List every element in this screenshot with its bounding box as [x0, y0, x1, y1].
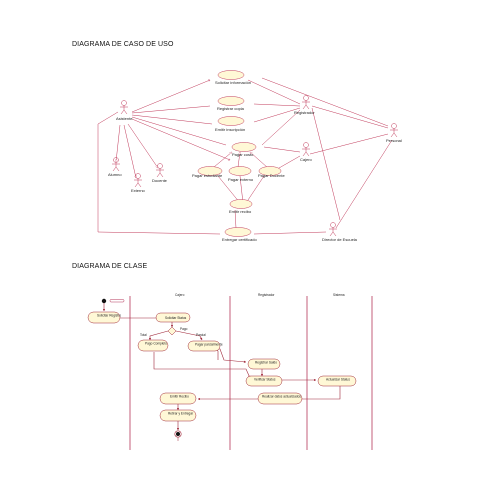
actor-registrador — [302, 95, 310, 110]
node-pagar-parcialmente — [187, 340, 221, 352]
node-solicitar-status — [155, 312, 191, 323]
label-solicitar-registro: Solicitar Registro — [97, 314, 121, 318]
lane-cajero: Cajero — [175, 293, 185, 297]
node-realizar-datos — [257, 392, 303, 405]
label-actualizar-status: Actualizar Status — [326, 378, 350, 382]
actor-label-externo: Externo — [131, 188, 146, 193]
actor-label-alumno: Alumno — [108, 172, 122, 177]
actor-personal — [390, 123, 398, 138]
case-pagar-estudiante: Pagar estudiante — [192, 173, 223, 178]
label-realizar-datos: Realizar datos actualizados — [262, 395, 301, 399]
actor-label-asistente: Asistente — [116, 116, 133, 121]
node-actualizar-status — [317, 375, 357, 387]
label-registrar-saldo: Registrar Saldo — [255, 361, 277, 365]
use-case-diagram — [97, 70, 398, 237]
actor-director — [329, 222, 337, 237]
label-verificar-status: Verificar Status — [254, 378, 276, 382]
node-emitir-recibo — [159, 392, 197, 405]
label-solicitar-status: Solicitar Status — [165, 316, 187, 320]
activity-diagram: Cajero Registrador Sistema — [87, 293, 373, 450]
guard-parcial: Parcial — [196, 333, 206, 337]
label-emitir-recibo: Emitir Recibo — [170, 395, 189, 399]
start-node — [101, 298, 107, 304]
actor-label-docente: Docente — [152, 178, 168, 183]
node-verificar-status — [245, 375, 283, 387]
case-pagar-externo: Pagar externo — [228, 177, 254, 182]
class-diagram-title: DIAGRAMA DE CLASE — [72, 263, 148, 270]
actor-label-registrador: Registrador — [294, 110, 315, 115]
lane-registrador: Registrador — [258, 293, 275, 297]
actor-label-director: Director de Escuela — [322, 237, 358, 242]
actor-asistente — [120, 100, 128, 115]
case-solicitar: Solicitar información — [215, 80, 251, 85]
decision-pago — [167, 326, 177, 336]
label-retirar-entregar: Retirar y Entregar — [168, 412, 194, 416]
guard-pago: Pago — [180, 327, 188, 331]
actor-label-personal: Personal — [386, 138, 402, 143]
use-case-diagram-title: DIAGRAMA DE CASO DE USO — [72, 41, 174, 48]
label-pago-completo: Pago Completo — [145, 342, 167, 346]
end-node-inner — [176, 432, 180, 436]
case-registrar: Registrar copia — [217, 106, 245, 111]
node-retirar-entregar — [159, 409, 197, 422]
start-bar — [109, 299, 125, 303]
lane-sistema: Sistema — [333, 293, 345, 297]
guard-total: Total — [140, 333, 147, 337]
actor-externo — [134, 173, 142, 188]
case-entregar: Entregar certificado — [222, 237, 257, 242]
use-case-labels: Solicitar información Registrar copia Em… — [108, 80, 402, 242]
case-emitir-recibo: Emitir recibo — [229, 209, 252, 214]
node-pago-completo — [137, 339, 169, 352]
actor-label-cajero: Cajero — [300, 157, 313, 162]
actor-cajero — [302, 142, 310, 157]
actor-docente — [156, 163, 164, 178]
case-emitir-inscripcion: Emitir inscripción — [215, 127, 245, 132]
node-registrar-saldo — [247, 358, 281, 370]
actor-alumno — [112, 157, 120, 172]
case-pagar-costo: Pagar costo — [232, 152, 254, 157]
label-pagar-parcialmente: Pagar parcialmente — [195, 343, 223, 347]
node-solicitar-registro — [87, 311, 121, 324]
case-pagar-docente: Pagar Docente — [258, 173, 285, 178]
